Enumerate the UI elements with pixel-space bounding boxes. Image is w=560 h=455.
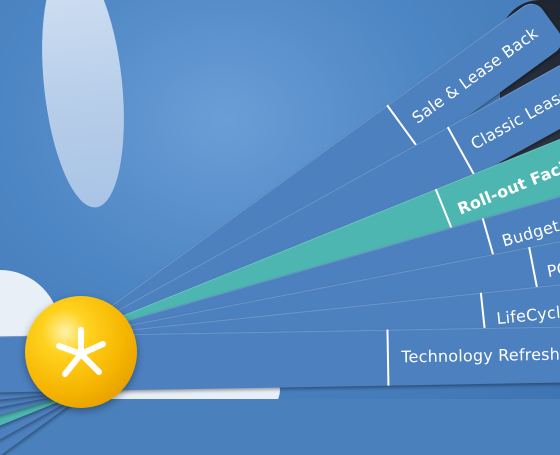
fan-item-label: Technology Refresh Option — [386, 325, 560, 386]
logo-ball[interactable] — [25, 296, 137, 408]
star-burst-icon — [56, 327, 106, 377]
